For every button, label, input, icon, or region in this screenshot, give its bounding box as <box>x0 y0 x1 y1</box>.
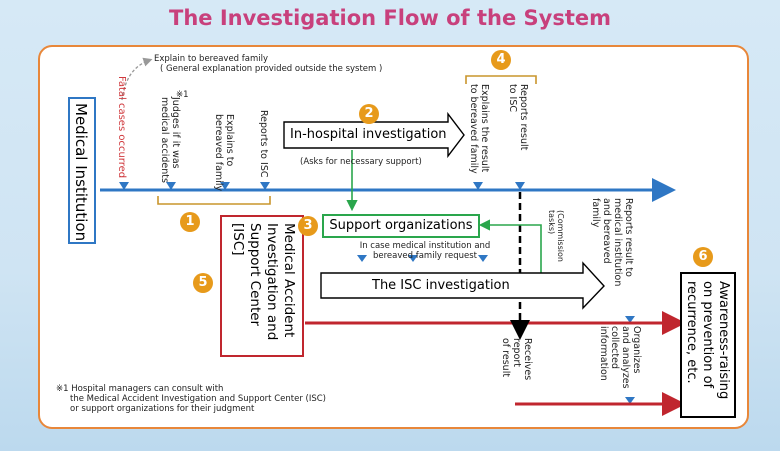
reports-result-med-line-3: and bereaved <box>601 198 612 264</box>
explain-note: Explain to bereaved family <box>154 54 269 64</box>
organizes-line-3: collected <box>609 326 620 369</box>
organizes-label: Organizes and analyzes collected informa… <box>598 326 642 389</box>
receives-line-1: Receives <box>522 338 533 381</box>
awareness-box: Awareness-raising on prevention of recur… <box>680 272 736 418</box>
isc-line-4: [ISC] <box>230 223 246 256</box>
medical-institution-label: Medical Institution <box>72 103 90 242</box>
timeline-markers <box>119 182 635 404</box>
reports-result-line-2: to ISC <box>507 84 518 113</box>
step-badge-6: 6 <box>693 247 713 267</box>
organizes-line-1: Organizes <box>631 326 642 374</box>
reports-isc-label: Reports to ISC <box>258 110 269 178</box>
commission-line-1: (Commission <box>556 210 565 262</box>
explain-note-sub: ( General explanation provided outside t… <box>160 64 383 74</box>
judges-label: Judges if it was medical accidents <box>159 97 181 183</box>
footnote-line-1: ※1 Hospital managers can consult with <box>56 384 224 394</box>
in-case-label: In case medical institution and bereaved… <box>355 241 495 261</box>
awareness-line-1: Awareness-raising <box>716 281 731 400</box>
step-badge-2: 2 <box>359 104 379 124</box>
explains-bereaved-line-1: Explains to <box>224 114 235 167</box>
bracket-4 <box>465 75 537 84</box>
asks-support-label: (Asks for necessary support) <box>300 157 422 167</box>
receives-line-2: report <box>511 338 522 368</box>
commission-line-2: tasks) <box>547 210 556 235</box>
footnote-line-2: the Medical Accident Investigation and S… <box>70 394 326 404</box>
judges-line-2: medical accidents <box>159 97 170 183</box>
support-organizations-box: Support organizations <box>322 214 480 238</box>
explains-result-line-1: Explains the result <box>479 84 490 173</box>
explain-note-arrow <box>121 57 153 101</box>
note-mark: ※1 <box>176 90 189 100</box>
reports-result-med-line-2: medical institution <box>612 198 623 287</box>
inhospital-label: In-hospital investigation <box>290 127 447 142</box>
isc-box: Medical Accident Investigation and Suppo… <box>220 215 304 357</box>
step-badge-5: 5 <box>193 273 213 293</box>
isc-line-1: Medical Accident <box>281 223 297 338</box>
awareness-line-3: recurrence, etc. <box>684 281 699 384</box>
footnote: ※1 Hospital managers can consult with th… <box>56 384 326 414</box>
organizes-line-4: information <box>598 326 609 381</box>
support-organizations-label: Support organizations <box>329 218 473 233</box>
judges-line-1: Judges if it was <box>170 97 181 169</box>
explains-result-label: Explains the result to bereaved family <box>468 84 490 174</box>
awareness-line-2: on prevention of <box>700 281 715 389</box>
isc-line-3: Support Center <box>247 223 263 327</box>
fatal-label: Fatal cases occurred <box>116 76 127 179</box>
bracket-1 <box>157 196 271 205</box>
footnote-line-3: or support organizations for their judgm… <box>70 404 255 414</box>
reports-result-label: Reports result to ISC <box>507 84 529 150</box>
reports-result-med-line-4: family <box>590 198 601 228</box>
reports-result-med-label: Reports result to medical institution an… <box>590 198 634 286</box>
receives-line-3: of result <box>500 338 511 378</box>
isc-arrow-shape <box>320 261 605 310</box>
commission-label: (Commission tasks) <box>547 210 565 262</box>
organizes-line-2: and analyzes <box>620 326 631 389</box>
explains-bereaved-label: Explains to bereaved family <box>213 114 235 191</box>
medical-institution-box: Medical Institution <box>68 97 96 244</box>
reports-result-line-1: Reports result <box>518 84 529 151</box>
step-badge-4: 4 <box>491 50 511 70</box>
commission-arrow <box>478 219 542 278</box>
in-case-line-1: In case medical institution and <box>359 241 491 251</box>
in-case-line-2: bereaved family request <box>373 251 477 261</box>
step-badge-3: 3 <box>298 216 318 236</box>
receives-label: Receives report of result <box>500 338 533 380</box>
isc-line-2: Investigation and <box>264 223 280 341</box>
explains-result-line-2: to bereaved family <box>468 84 479 174</box>
explains-bereaved-line-2: bereaved family <box>213 114 224 192</box>
step-badge-1: 1 <box>180 212 200 232</box>
page-title: The Investigation Flow of the System <box>169 6 611 30</box>
reports-result-med-line-1: Reports result to <box>623 198 634 277</box>
inhospital-arrow-shape <box>283 111 465 159</box>
isc-investigation-label: The ISC investigation <box>372 278 510 293</box>
